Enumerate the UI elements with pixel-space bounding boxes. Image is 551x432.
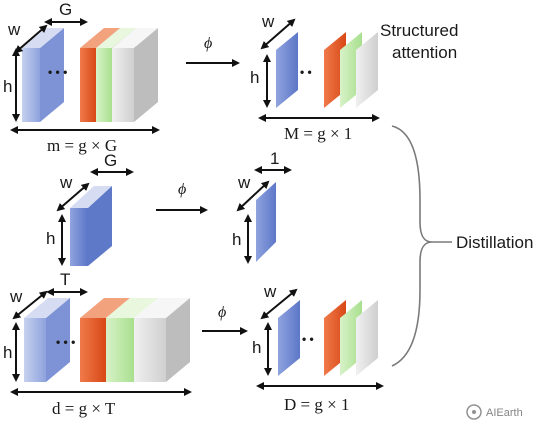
middle-phi-label: ϕ: [178, 181, 186, 198]
top-left-green-block-top: [96, 28, 136, 48]
bottom-left-T-label: T: [60, 270, 70, 289]
middle-left-G-label: G: [104, 151, 117, 170]
bottom-left-w-arrow: [12, 290, 48, 320]
top-left-ellipsis: • • •: [48, 65, 67, 79]
top-left-w-label: w: [7, 20, 21, 39]
middle-right-w-arrow: [236, 180, 270, 212]
top-left-orange-block-top: [80, 28, 120, 48]
bottom-left-block-stack: • • •: [24, 298, 190, 382]
middle-left-w-arrow: [56, 182, 90, 212]
top-left-gray-block-top: [112, 28, 158, 48]
top-right-gray-map: [356, 32, 378, 108]
bottom-right-w-arrow: [260, 288, 298, 320]
top-phi-label: ϕ: [204, 35, 212, 52]
top-left-w-arrow: [14, 24, 48, 54]
bottom-left-green-block-top: [106, 298, 158, 318]
bottom-left-blue-block-side: [46, 298, 70, 382]
bottom-right-gray-map: [356, 300, 378, 376]
bottom-right-h-label: h: [252, 338, 261, 357]
distillation-label: Distillation: [456, 233, 533, 252]
middle-right-blue-map: [256, 182, 276, 262]
bottom-left-gray-block-front: [134, 318, 166, 382]
top-left-orange-block-front: [80, 48, 96, 122]
bottom-right-blue-map: [278, 300, 300, 376]
bottom-left-green-block-front: [106, 318, 134, 382]
watermark-logo-icon: [466, 404, 482, 420]
middle-left-w-label: w: [59, 173, 73, 192]
bottom-right-w-label: w: [263, 282, 277, 301]
middle-right-w-label: w: [237, 173, 251, 192]
top-right-blue-map: [276, 32, 298, 108]
bottom-right-formula: D = g × 1: [284, 395, 349, 414]
distillation-brace: [391, 125, 433, 367]
middle-right-1-label: 1: [270, 149, 279, 168]
top-left-gray-block-side: [134, 28, 158, 122]
bottom-left-gray-block-top: [134, 298, 190, 318]
top-left-green-block-front: [96, 48, 112, 122]
middle-left-block-front: [70, 208, 88, 266]
middle-left-block-side: [88, 186, 112, 266]
watermark-text: AIEarth: [486, 407, 523, 419]
top-right-w-label: w: [261, 12, 275, 31]
bottom-right-ellipsis: • •: [302, 332, 314, 346]
bottom-left-h-label: h: [3, 343, 12, 362]
bottom-left-orange-block-front: [80, 318, 106, 382]
top-left-blue-block-front: [22, 48, 40, 122]
top-right-h-label: h: [250, 68, 259, 87]
bottom-left-orange-block-top: [80, 298, 130, 318]
watermark-logo-dot: [472, 410, 476, 414]
top-left-h-label: h: [3, 77, 12, 96]
top-left-block-stack: • • •: [22, 28, 158, 122]
middle-right-h-label: h: [232, 230, 241, 249]
bottom-left-ellipsis: • • •: [56, 335, 75, 349]
top-left-gray-block-front: [112, 48, 134, 122]
bottom-left-formula: d = g × T: [52, 399, 116, 418]
bottom-phi-label: ϕ: [218, 304, 226, 321]
bottom-left-gray-block-side: [166, 298, 190, 382]
top-right-formula: M = g × 1: [284, 124, 352, 143]
bottom-left-blue-block-front: [24, 318, 46, 382]
bottom-left-w-label: w: [9, 287, 23, 306]
top-right-ellipsis: • •: [300, 65, 312, 79]
middle-left-h-label: h: [46, 229, 55, 248]
structured-attention-title-line1: Structured: [380, 21, 458, 40]
structured-attention-title-line2: attention: [392, 43, 457, 62]
top-left-formula: m = g × G: [47, 136, 117, 155]
top-left-G-label: G: [59, 0, 72, 19]
watermark: AIEarth: [466, 404, 523, 420]
top-right-w-arrow: [260, 18, 296, 50]
